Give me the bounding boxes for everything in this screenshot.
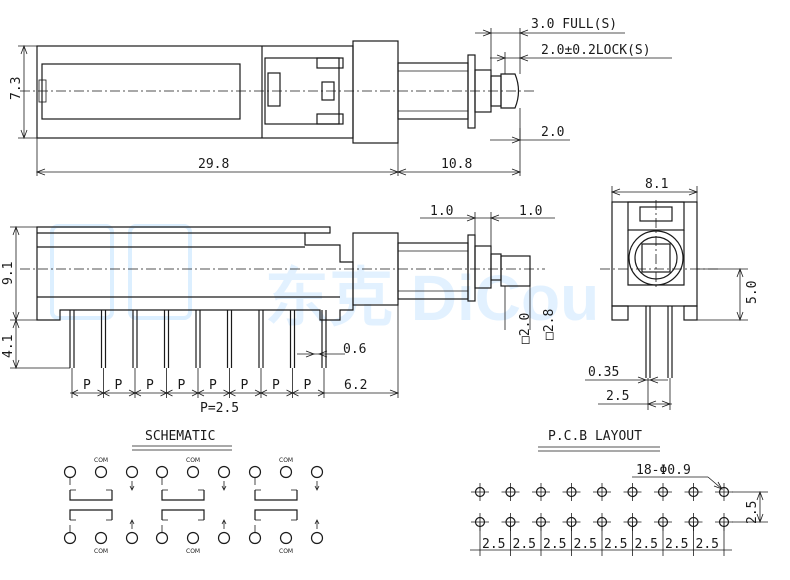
pcb-pitch-label: 2.5 [635,537,658,552]
pcb-pitch-label: 2.5 [543,537,566,552]
end-view: 8.1 5.0 0.35 2.5 [585,177,760,410]
side-pin [195,310,201,398]
pitch-label: P [83,378,91,393]
dim-pin-length: 4.1 [1,335,16,358]
dim-pitch-note: P=2.5 [200,401,239,416]
watermark: 东克 DiCou [50,224,599,334]
pitch-label: P [304,378,312,393]
dim-square-inner: □2.8 [542,309,557,340]
schematic-terminal [94,531,108,545]
pitch-label: P [209,378,217,393]
side-pin [100,310,107,398]
pcb-pitch-label: 2.5 [482,537,505,552]
pcb-pitch-labels: 2.5 2.5 2.5 2.5 2.5 2.5 2.5 2.5 [479,522,725,556]
pcb-hole [501,483,520,501]
schematic-terminal [186,465,200,479]
pcb-pitch-label: 2.5 [696,537,719,552]
pcb-hole [562,483,581,501]
schematic-terminal [63,465,77,479]
schematic-terminal [248,465,262,479]
schematic-switch-group: COM COM [63,457,139,555]
side-view: 9.1 4.1 0.6 6.2 P P P P P P P P P=2.5 [1,225,545,416]
dim-shaft-left: 1.0 [430,204,453,219]
dim-pin-thickness: 0.35 [588,365,619,380]
pitch-label: P [272,378,280,393]
pitch-label: P [115,378,123,393]
schematic-terminal [63,531,77,545]
pcb-hole [593,483,611,501]
pitch-label: P [241,378,249,393]
dim-side-height: 9.1 [1,262,16,285]
schematic-terminal [310,465,324,479]
top-view: 7.3 29.8 10.8 3.0 FULL(S) 2.0±0.2LOCK(S)… [9,17,672,176]
com-label: COM [186,457,200,464]
dim-top-height: 7.3 [9,77,24,100]
schematic-terminal [125,465,139,479]
pcb-hole [684,483,703,501]
side-pin [163,310,170,398]
dim-center-height: 5.0 [745,281,760,304]
schematic-groups: COM COM COM COM COM COM [63,457,324,555]
pcb-pitch-label: 2.5 [665,537,688,552]
com-label: COM [186,548,200,555]
dim-end-width: 8.1 [645,177,668,192]
schematic-terminal [279,465,293,479]
pcb-pitch-label: 2.5 [574,537,597,552]
schematic-terminal [310,531,324,545]
side-pin [69,310,75,398]
dim-shaft-length: 10.8 [441,157,472,172]
dim-shaft-right: 1.0 [519,204,542,219]
schematic-terminal [94,465,108,479]
schematic-terminal [186,531,200,545]
side-pin [258,310,264,398]
com-label: COM [279,457,293,464]
com-label: COM [94,548,108,555]
side-pins [69,310,327,398]
schematic-terminal [248,531,262,545]
dim-shaft-diam: 2.0 [541,125,564,140]
side-pin [132,310,138,398]
schematic: SCHEMATIC COM COM COM COM COM COM [63,429,324,555]
dim-square-outer: □2.0 [518,313,533,344]
com-label: COM [94,457,108,464]
schematic-terminal [125,531,139,545]
schematic-terminal [279,531,293,545]
dim-lock-travel: 2.0±0.2LOCK(S) [541,43,651,58]
schematic-title: SCHEMATIC [145,429,215,444]
pcb-title: P.C.B LAYOUT [548,429,642,444]
watermark-text: 东克 DiCou [265,262,599,334]
schematic-terminal [217,465,231,479]
dim-full-travel: 3.0 FULL(S) [531,17,617,32]
pcb-hole [532,483,550,501]
dim-body-length: 29.8 [198,157,229,172]
pcb-pitch-label: 2.5 [513,537,536,552]
pcb-hole [623,483,642,501]
side-pin [226,310,233,398]
pcb-hole [654,483,672,501]
pcb-hole [471,483,489,501]
schematic-terminal [155,465,169,479]
schematic-terminal [217,531,231,545]
dim-end-pin-spacing: 2.5 [606,389,629,404]
shaft-detail: 1.0 1.0 □2.0 □2.8 [420,204,557,344]
schematic-switch-group: COM COM [155,457,231,555]
com-label: COM [279,548,293,555]
pcb-pitch-label: 2.5 [604,537,627,552]
pcb-hole [715,483,733,501]
schematic-switch-group: COM COM [248,457,324,555]
pcb-hole-note: 18-Φ0.9 [636,463,691,478]
pitch-label: P [146,378,154,393]
dim-pin-width: 0.6 [343,342,366,357]
pitch-label: P [178,378,186,393]
pcb-row-pitch: 2.5 [745,501,760,524]
dim-end-offset: 6.2 [344,378,367,393]
schematic-terminal [155,531,169,545]
